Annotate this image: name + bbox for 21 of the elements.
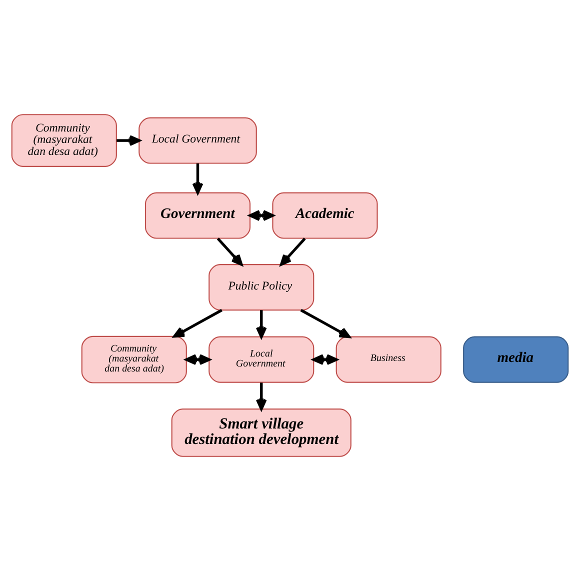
node-box: Local Government xyxy=(208,336,314,382)
arrow xyxy=(280,237,306,266)
node-box: Community (masyarakat dan desa adat) xyxy=(11,114,117,166)
arrow xyxy=(312,354,338,365)
arrow xyxy=(116,134,140,146)
node-box: Business xyxy=(336,336,442,382)
node-box: Academic xyxy=(272,192,378,238)
arrow xyxy=(216,237,243,266)
node-box: Government xyxy=(144,192,251,238)
node-box: Smart village destination development xyxy=(171,408,352,456)
arrow xyxy=(185,354,210,365)
arrow xyxy=(173,308,222,338)
node-box: media xyxy=(463,336,569,382)
node-box: Public Policy xyxy=(208,264,314,310)
arrow xyxy=(248,210,274,220)
node-box: Community (masyarakat dan desa adat) xyxy=(81,335,187,383)
arrow xyxy=(256,382,267,410)
node-box: Local Government xyxy=(138,116,257,164)
arrow xyxy=(300,308,350,338)
arrow xyxy=(256,310,267,338)
arrow xyxy=(192,162,204,194)
